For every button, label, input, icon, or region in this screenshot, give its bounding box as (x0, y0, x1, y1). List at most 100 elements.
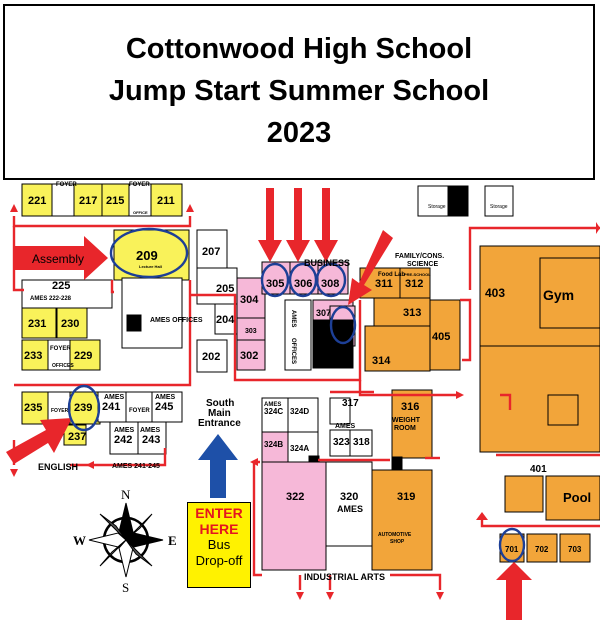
ames-222-228-label: AMES 222-228 (30, 296, 72, 302)
room-204: 204 (216, 314, 235, 326)
compass-rose (88, 502, 164, 578)
room-703: 703 (568, 545, 582, 554)
storage-label-1: Storage (428, 204, 446, 210)
english-wing (21, 183, 190, 455)
room-308: 308 (321, 278, 339, 290)
room-324c: 324C (264, 407, 283, 416)
business-arrows (258, 188, 338, 262)
gym-label: Gym (543, 287, 574, 303)
dropoff-label: Drop-off (195, 553, 243, 568)
room-211: 211 (157, 195, 175, 207)
room-217: 217 (79, 195, 97, 207)
route-lines (12, 216, 600, 590)
south-label: South (206, 398, 234, 409)
entrance-arrow (198, 434, 238, 498)
room-323: 323 (333, 437, 350, 448)
program-name: Jump Start Summer School (108, 75, 490, 107)
room-401: 401 (530, 464, 547, 475)
room-322: 322 (286, 491, 304, 503)
room-306: 306 (294, 278, 312, 290)
room-215: 215 (106, 195, 124, 207)
family-cons-label: FAMILY/CONS. (395, 253, 444, 260)
ames-241-245-label: AMES 241-245 (112, 463, 160, 470)
ames-324-label: AMES (264, 402, 281, 408)
room-209-sub: Lecture Hall (139, 264, 162, 269)
compass-e: E (168, 533, 177, 548)
room-317: 317 (342, 398, 359, 409)
room-311: 311 (375, 278, 393, 290)
room-239: 239 (74, 402, 92, 414)
food-lab-label: Food Lab (378, 272, 405, 278)
school-name: Cottonwood High School (125, 33, 473, 65)
room-305: 305 (266, 278, 284, 290)
room-225: 225 (52, 280, 70, 292)
foyer-label-mid: FOYER (50, 346, 71, 352)
room-324b: 324B (264, 440, 283, 449)
room-207: 207 (202, 246, 220, 258)
science-label: SCIENCE (407, 261, 438, 268)
room-318: 318 (353, 437, 370, 448)
ames-241-label: AMES (104, 394, 125, 401)
highlight-circles (67, 227, 526, 563)
center-200-rooms (196, 229, 238, 373)
room-205: 205 (216, 283, 234, 295)
entrance-label: Entrance (198, 418, 241, 429)
room-303: 303 (245, 328, 257, 335)
automotive-label: AUTOMOTIVE (378, 532, 412, 538)
route-arrowheads (10, 204, 600, 600)
offices-label-mid: OFFICES (52, 363, 74, 369)
foyer-label-north-2: FOYER (129, 182, 150, 188)
pool-label: Pool (563, 490, 591, 505)
room-242: 242 (114, 434, 132, 446)
industrial-arts (261, 397, 373, 571)
arrow-to-239 (6, 418, 72, 464)
room-202: 202 (202, 351, 220, 363)
enter-label: ENTER (195, 505, 243, 521)
office-label: OFFICE (133, 210, 148, 215)
room-314: 314 (372, 355, 391, 367)
room-316: 316 (401, 401, 419, 413)
compass-letters: N S E W (73, 487, 177, 595)
assembly-label: Assembly (32, 252, 84, 266)
room-230: 230 (61, 318, 79, 330)
arrow-to-309 (348, 230, 393, 305)
arrow-to-701 (496, 562, 532, 620)
room-245: 245 (155, 401, 173, 413)
room-324a: 324A (290, 444, 309, 453)
room-labels: 221 217 215 211 209 Lecture Hall 207 205… (24, 195, 582, 554)
compass-s: S (122, 580, 129, 595)
room-231: 231 (28, 318, 46, 330)
ames-vertical-label: AMES (290, 310, 296, 327)
map-title-box: Cottonwood High School Jump Start Summer… (3, 4, 595, 180)
shop-label: SHOP (390, 539, 405, 545)
room-405: 405 (432, 331, 450, 343)
here-label: HERE (199, 521, 239, 537)
room-403: 403 (485, 286, 505, 300)
business-label: BUSINESS (304, 258, 350, 268)
room-319: 319 (397, 491, 415, 503)
year: 2023 (266, 117, 332, 149)
room-221: 221 (28, 195, 46, 207)
bus-label: Bus (207, 537, 231, 552)
ames-243-label: AMES (140, 427, 161, 434)
room-237: 237 (68, 431, 86, 443)
room-235: 235 (24, 402, 42, 414)
room-label: ROOM (394, 425, 416, 432)
area-labels: FOYER FOYER OFFICE AMES 222-228 FOYER OF… (30, 182, 591, 582)
science-wing (359, 245, 600, 571)
ames-323-label: AMES (335, 423, 356, 430)
weight-label: WEIGHT (392, 417, 421, 424)
assembly-arrow (14, 236, 108, 280)
room-229: 229 (74, 350, 92, 362)
compass-n: N (121, 487, 131, 502)
offices-vertical-label: OFFICES (290, 338, 296, 364)
bus-dropoff-sign: ENTER HERE Bus Drop-off (187, 502, 251, 588)
room-309: 309 (334, 321, 352, 333)
room-243: 243 (142, 434, 160, 446)
foyer-label-south: FOYER (51, 408, 69, 414)
room-701: 701 (505, 545, 519, 554)
main-label: Main (208, 408, 231, 419)
ames-245-label: AMES (155, 394, 176, 401)
room-702: 702 (535, 545, 549, 554)
